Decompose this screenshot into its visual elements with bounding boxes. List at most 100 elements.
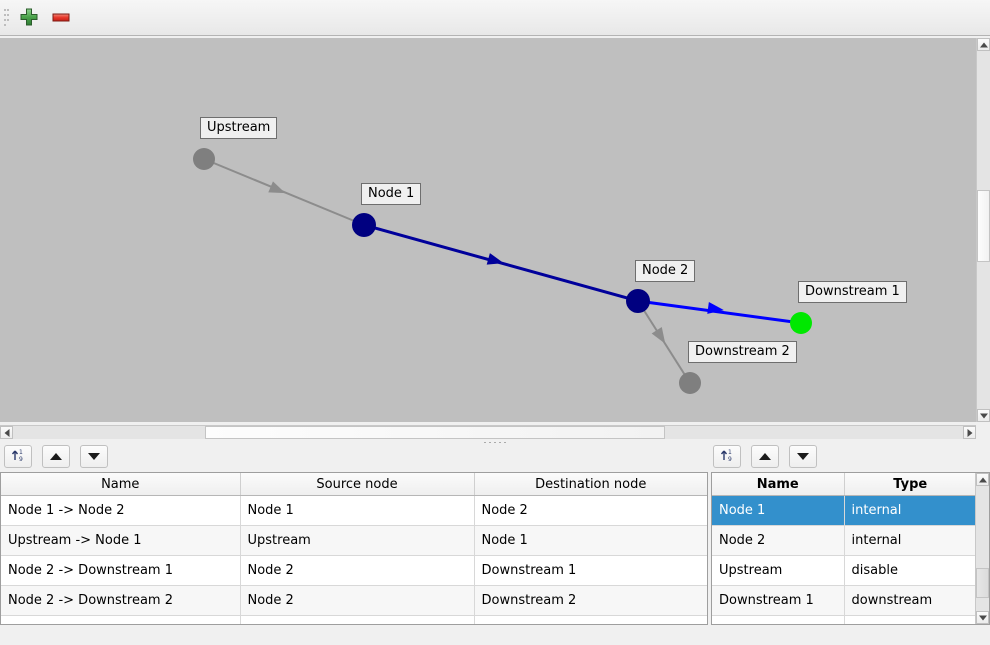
- graph-node-upstream[interactable]: [193, 148, 215, 170]
- column-header-0[interactable]: Name: [1, 473, 241, 496]
- graph-node-label-upstream[interactable]: Upstream: [200, 117, 278, 139]
- svg-text:1: 1: [728, 449, 732, 456]
- scroll-left-arrow[interactable]: [0, 426, 13, 439]
- table-cell-2[interactable]: Downstream 1: [474, 555, 707, 586]
- graph-node-downstream1[interactable]: [790, 312, 812, 334]
- canvas-vscroll-thumb[interactable]: [977, 190, 990, 262]
- toolbar-grip-icon[interactable]: [4, 9, 9, 29]
- table-cell-1[interactable]: internal: [844, 525, 976, 556]
- nodes-move-down-button[interactable]: [789, 445, 818, 468]
- canvas-hscroll-thumb[interactable]: [205, 426, 665, 439]
- graph-edge-node2-downstream1[interactable]: [637, 299, 802, 325]
- main-toolbar: [0, 0, 990, 36]
- graph-edge-arrow-upstream-node1: [268, 181, 286, 194]
- triangle-down-icon: [797, 453, 810, 460]
- table-cell-1[interactable]: internal: [844, 495, 976, 526]
- graph-node-node2[interactable]: [626, 289, 650, 313]
- table-cell-0[interactable]: Upstream: [712, 555, 845, 586]
- table-cell-0[interactable]: Node 2 -> Downstream 2: [1, 585, 241, 616]
- graph-svg: [193, 148, 812, 394]
- table-cell-0[interactable]: Node 2: [712, 525, 845, 556]
- nodes-scroll-thumb[interactable]: [976, 568, 989, 598]
- table-cell-1[interactable]: disable: [844, 555, 976, 586]
- sort-ascending-icon: 1 9: [719, 447, 735, 466]
- table-filler-cell: [844, 615, 976, 624]
- graph-node-downstream2[interactable]: [679, 372, 701, 394]
- svg-text:9: 9: [19, 456, 23, 463]
- scroll-up-arrow[interactable]: [977, 38, 990, 51]
- graph-node-label-node1[interactable]: Node 1: [361, 183, 422, 205]
- edges-sort-button[interactable]: 1 9: [4, 445, 32, 468]
- graph-edge-arrow-node2-downstream2: [651, 327, 666, 344]
- canvas-vertical-scrollbar[interactable]: [976, 38, 990, 422]
- column-header-0[interactable]: Name: [712, 473, 845, 496]
- table-cell-1[interactable]: Node 1: [240, 495, 475, 526]
- table-filler-cell: [1, 615, 241, 624]
- triangle-down-icon: [88, 453, 101, 460]
- table-filler-row: [1, 615, 707, 624]
- table-cell-0[interactable]: Node 2 -> Downstream 1: [1, 555, 241, 586]
- table-cell-1[interactable]: downstream: [844, 585, 976, 616]
- graph-node-label-node2[interactable]: Node 2: [635, 260, 696, 282]
- nodes-scroll-down-arrow[interactable]: [976, 611, 989, 624]
- triangle-up-icon: [759, 453, 772, 460]
- edges-toolbar: 1 9: [4, 445, 114, 469]
- canvas-horizontal-scrollbar[interactable]: [0, 425, 976, 439]
- graph-edge-arrow-node2-downstream1: [707, 301, 724, 314]
- graph-edge-arrow-node1-node2: [486, 253, 504, 265]
- graph-node-label-downstream1[interactable]: Downstream 1: [798, 281, 907, 303]
- table-cell-1[interactable]: Node 2: [240, 555, 475, 586]
- graph-node-node1[interactable]: [352, 213, 376, 237]
- nodes-sort-button[interactable]: 1 9: [713, 445, 741, 468]
- column-header-1[interactable]: Source node: [240, 473, 475, 496]
- column-header-2[interactable]: Destination node: [474, 473, 707, 496]
- table-cell-0[interactable]: Downstream 1: [712, 585, 845, 616]
- column-header-1[interactable]: Type: [844, 473, 976, 496]
- scroll-down-arrow[interactable]: [977, 409, 990, 422]
- table-cell-2[interactable]: Downstream 2: [474, 585, 707, 616]
- nodes-scroll-up-arrow[interactable]: [976, 473, 989, 486]
- table-cell-0[interactable]: Node 1 -> Node 2: [1, 495, 241, 526]
- nodes-table-scrollbar[interactable]: [975, 473, 989, 624]
- table-cell-2[interactable]: Node 2: [474, 495, 707, 526]
- triangle-up-icon: [50, 453, 63, 460]
- table-cell-1[interactable]: Node 2: [240, 585, 475, 616]
- table-cell-2[interactable]: Node 1: [474, 525, 707, 556]
- add-node-button[interactable]: [16, 6, 42, 30]
- edges-move-down-button[interactable]: [80, 445, 109, 468]
- scroll-right-arrow[interactable]: [963, 426, 976, 439]
- edges-move-up-button[interactable]: [42, 445, 71, 468]
- svg-text:1: 1: [19, 449, 23, 456]
- red-minus-icon: [50, 13, 72, 31]
- table-cell-0[interactable]: Upstream -> Node 1: [1, 525, 241, 556]
- svg-text:9: 9: [728, 456, 732, 463]
- table-filler-cell: [474, 615, 707, 624]
- nodes-move-up-button[interactable]: [751, 445, 780, 468]
- remove-node-button[interactable]: [48, 6, 74, 30]
- nodes-toolbar: 1 9: [713, 445, 823, 469]
- table-cell-0[interactable]: Node 1: [712, 495, 845, 526]
- table-filler-cell: [712, 615, 845, 624]
- green-plus-icon: [18, 8, 40, 31]
- graph-node-label-downstream2[interactable]: Downstream 2: [688, 341, 797, 363]
- table-cell-1[interactable]: Upstream: [240, 525, 475, 556]
